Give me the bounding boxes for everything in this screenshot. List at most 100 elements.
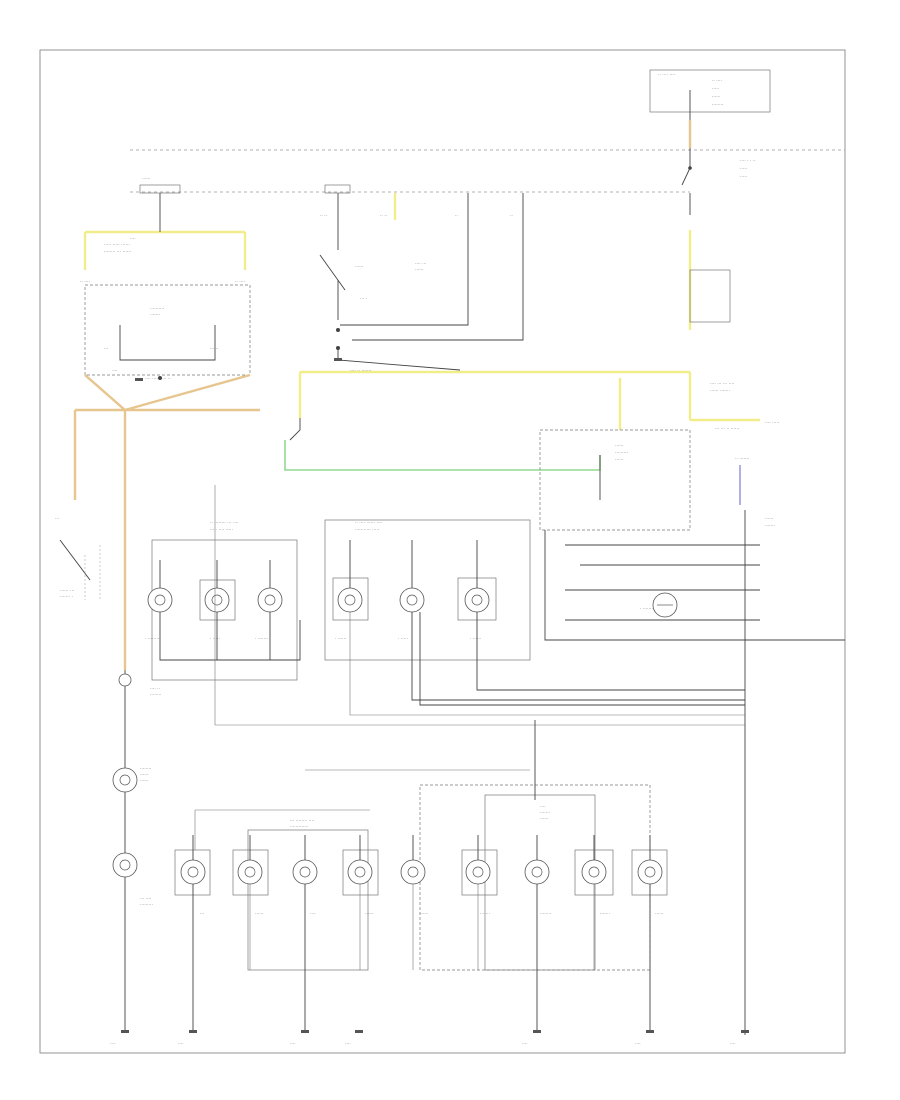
headlamp-switch: ······ ··· · ···· ·· ······· ···· ··· ··… bbox=[298, 230, 779, 432]
svg-text:· ········: · ········ bbox=[145, 637, 159, 642]
svg-text:······: ······ bbox=[365, 912, 374, 917]
fuse-row: ······ ·· ·· ·· ·· ·· ·· ···· ··· ······ bbox=[139, 177, 691, 341]
svg-text:·· ···· ······ ····: ·· ···· ······ ···· bbox=[355, 521, 382, 526]
lamp-4 bbox=[332, 577, 369, 621]
upper-lamp-row: ·· ········ ··· ···· ····· ···· ····· ··… bbox=[145, 485, 745, 726]
svg-text:······: ······ bbox=[415, 268, 424, 273]
svg-text:······: ······ bbox=[355, 265, 364, 270]
ground-5: ···· bbox=[522, 1030, 541, 1047]
svg-text:·····: ····· bbox=[740, 175, 747, 180]
lamp-2 bbox=[199, 579, 236, 621]
svg-text:······: ······ bbox=[142, 177, 151, 182]
lamp-13 bbox=[524, 859, 550, 885]
svg-text:······ ·······: ······ ······· bbox=[710, 389, 730, 394]
svg-text:··········· ·····: ··········· ····· bbox=[355, 528, 379, 533]
ground-1: ···· bbox=[110, 1030, 129, 1047]
svg-text:·· ····: ·· ···· bbox=[80, 280, 90, 285]
svg-text:·· ···· ····: ·· ···· ···· bbox=[658, 73, 675, 78]
ground-7: ···· bbox=[730, 1030, 749, 1047]
svg-text:·········: ········· bbox=[615, 451, 628, 456]
svg-text:····: ···· bbox=[112, 369, 118, 374]
ground-2: ···· bbox=[178, 1030, 197, 1047]
svg-text:···· ·· ·······: ···· ·· ······· bbox=[350, 369, 371, 374]
svg-text:········ ··· ······: ········ ··· ······ bbox=[104, 250, 131, 255]
ground-8 bbox=[135, 378, 143, 381]
fuse-block: ·· ···· ···· ·· ···· ····· ······ ······… bbox=[130, 69, 845, 193]
svg-text:· ·····: · ····· bbox=[398, 637, 408, 642]
svg-text:····: ···· bbox=[730, 1042, 736, 1047]
svg-text:·······: ······· bbox=[540, 811, 550, 816]
svg-text:······: ······ bbox=[655, 912, 664, 917]
svg-text:·············: ············· bbox=[290, 825, 309, 830]
svg-text:······: ······ bbox=[540, 817, 549, 822]
svg-text:··· ··· ·· ······: ··· ··· ·· ······ bbox=[715, 427, 739, 432]
svg-text:···: ··· bbox=[200, 912, 204, 917]
svg-text:·· ····: ·· ···· bbox=[235, 280, 245, 285]
ground-6: ···· bbox=[635, 1030, 654, 1047]
svg-text:· ······: · ······ bbox=[335, 637, 346, 642]
svg-text:·· ·······: ·· ······· bbox=[735, 457, 749, 462]
lamp-3 bbox=[257, 587, 283, 613]
svg-text:······: ······ bbox=[255, 912, 264, 917]
svg-text:······: ······ bbox=[615, 444, 624, 449]
svg-text:···· ··: ···· ·· bbox=[150, 687, 160, 692]
svg-text:········: ········ bbox=[150, 693, 161, 698]
ground-points: ···· ···· ···· ···· ···· ···· ···· bbox=[110, 358, 749, 1047]
svg-text:····: ···· bbox=[522, 1042, 528, 1047]
lamp-7 bbox=[174, 849, 211, 896]
svg-text:········: ········ bbox=[712, 103, 723, 108]
svg-text:····: ···· bbox=[178, 1042, 184, 1047]
svg-text:· ··········: · ·········· bbox=[640, 607, 657, 612]
svg-text:·· ····: ·· ···· bbox=[712, 79, 722, 84]
diagram-frame bbox=[39, 49, 846, 1054]
svg-text:·····: ····· bbox=[712, 87, 719, 92]
svg-text:····· ····· ······: ····· ····· ······ bbox=[104, 243, 130, 248]
svg-text:···: ··· bbox=[104, 347, 108, 352]
svg-text:······: ······ bbox=[140, 779, 149, 784]
lamp-1 bbox=[147, 587, 173, 613]
svg-text:······: ······ bbox=[765, 517, 774, 522]
svg-text:······: ······ bbox=[140, 773, 149, 778]
lamp-8 bbox=[232, 849, 269, 896]
illumination-module: ······ ········· ······ ·· ······· ·····… bbox=[539, 429, 845, 1035]
svg-text:···· ·····: ···· ····· bbox=[765, 421, 779, 426]
svg-text:·······: ······· bbox=[150, 313, 160, 318]
svg-text:·········: ········· bbox=[140, 903, 153, 908]
svg-text:·······: ······· bbox=[765, 524, 775, 529]
ground-3: ···· bbox=[290, 1030, 309, 1047]
svg-text:······: ······ bbox=[712, 95, 721, 100]
svg-text:······: ······ bbox=[420, 912, 429, 917]
svg-text:····: ···· bbox=[290, 1042, 296, 1047]
svg-text:···· ·········· ··: ···· ·········· ·· bbox=[145, 377, 171, 382]
svg-text:··: ·· bbox=[455, 214, 458, 219]
svg-text:·····: ····· bbox=[740, 167, 747, 172]
svg-text:···· · · ··: ···· · · ·· bbox=[740, 159, 756, 164]
ground-4: ···· bbox=[345, 1030, 363, 1047]
svg-text:······: ······ bbox=[210, 347, 219, 352]
svg-text:····: ···· bbox=[110, 1042, 116, 1047]
svg-text:·· ··: ·· ·· bbox=[320, 214, 327, 219]
svg-text:····: ···· bbox=[540, 805, 546, 810]
lamp-10 bbox=[342, 849, 379, 896]
svg-text:·· ········ ··· ····: ·· ········ ··· ···· bbox=[210, 521, 239, 526]
svg-text:··· ·: ··· · bbox=[360, 297, 367, 302]
svg-text:·······: ······· bbox=[480, 912, 490, 917]
svg-text:···: ··· bbox=[55, 517, 59, 522]
svg-text:··· ····: ··· ···· bbox=[140, 897, 151, 902]
ground-9 bbox=[334, 358, 342, 361]
svg-text:······· ·: ······· · bbox=[60, 595, 73, 600]
dimmer-switch-assembly: ···· ····· ····· ······ ········ ··· ···… bbox=[73, 215, 260, 670]
lamp-11 bbox=[400, 859, 426, 885]
svg-text:··········: ·········· bbox=[150, 307, 164, 312]
svg-text:· ·······: · ······· bbox=[255, 637, 268, 642]
svg-text:·· ··: ·· ·· bbox=[380, 214, 387, 219]
svg-text:··: ·· bbox=[510, 214, 513, 219]
svg-text:· ·····: · ····· bbox=[210, 637, 220, 642]
svg-text:····· ···· ·····: ····· ···· ····· bbox=[210, 528, 233, 533]
svg-text:······: ······ bbox=[615, 458, 624, 463]
lower-lamp-row: ··· ········ ···· ············· ···· ···… bbox=[174, 720, 668, 1030]
dimmer-wire bbox=[284, 440, 601, 471]
lamp-9 bbox=[292, 859, 318, 885]
left-bus: ··· ······ ··· ······· · ···· ·· ·······… bbox=[55, 517, 161, 1030]
